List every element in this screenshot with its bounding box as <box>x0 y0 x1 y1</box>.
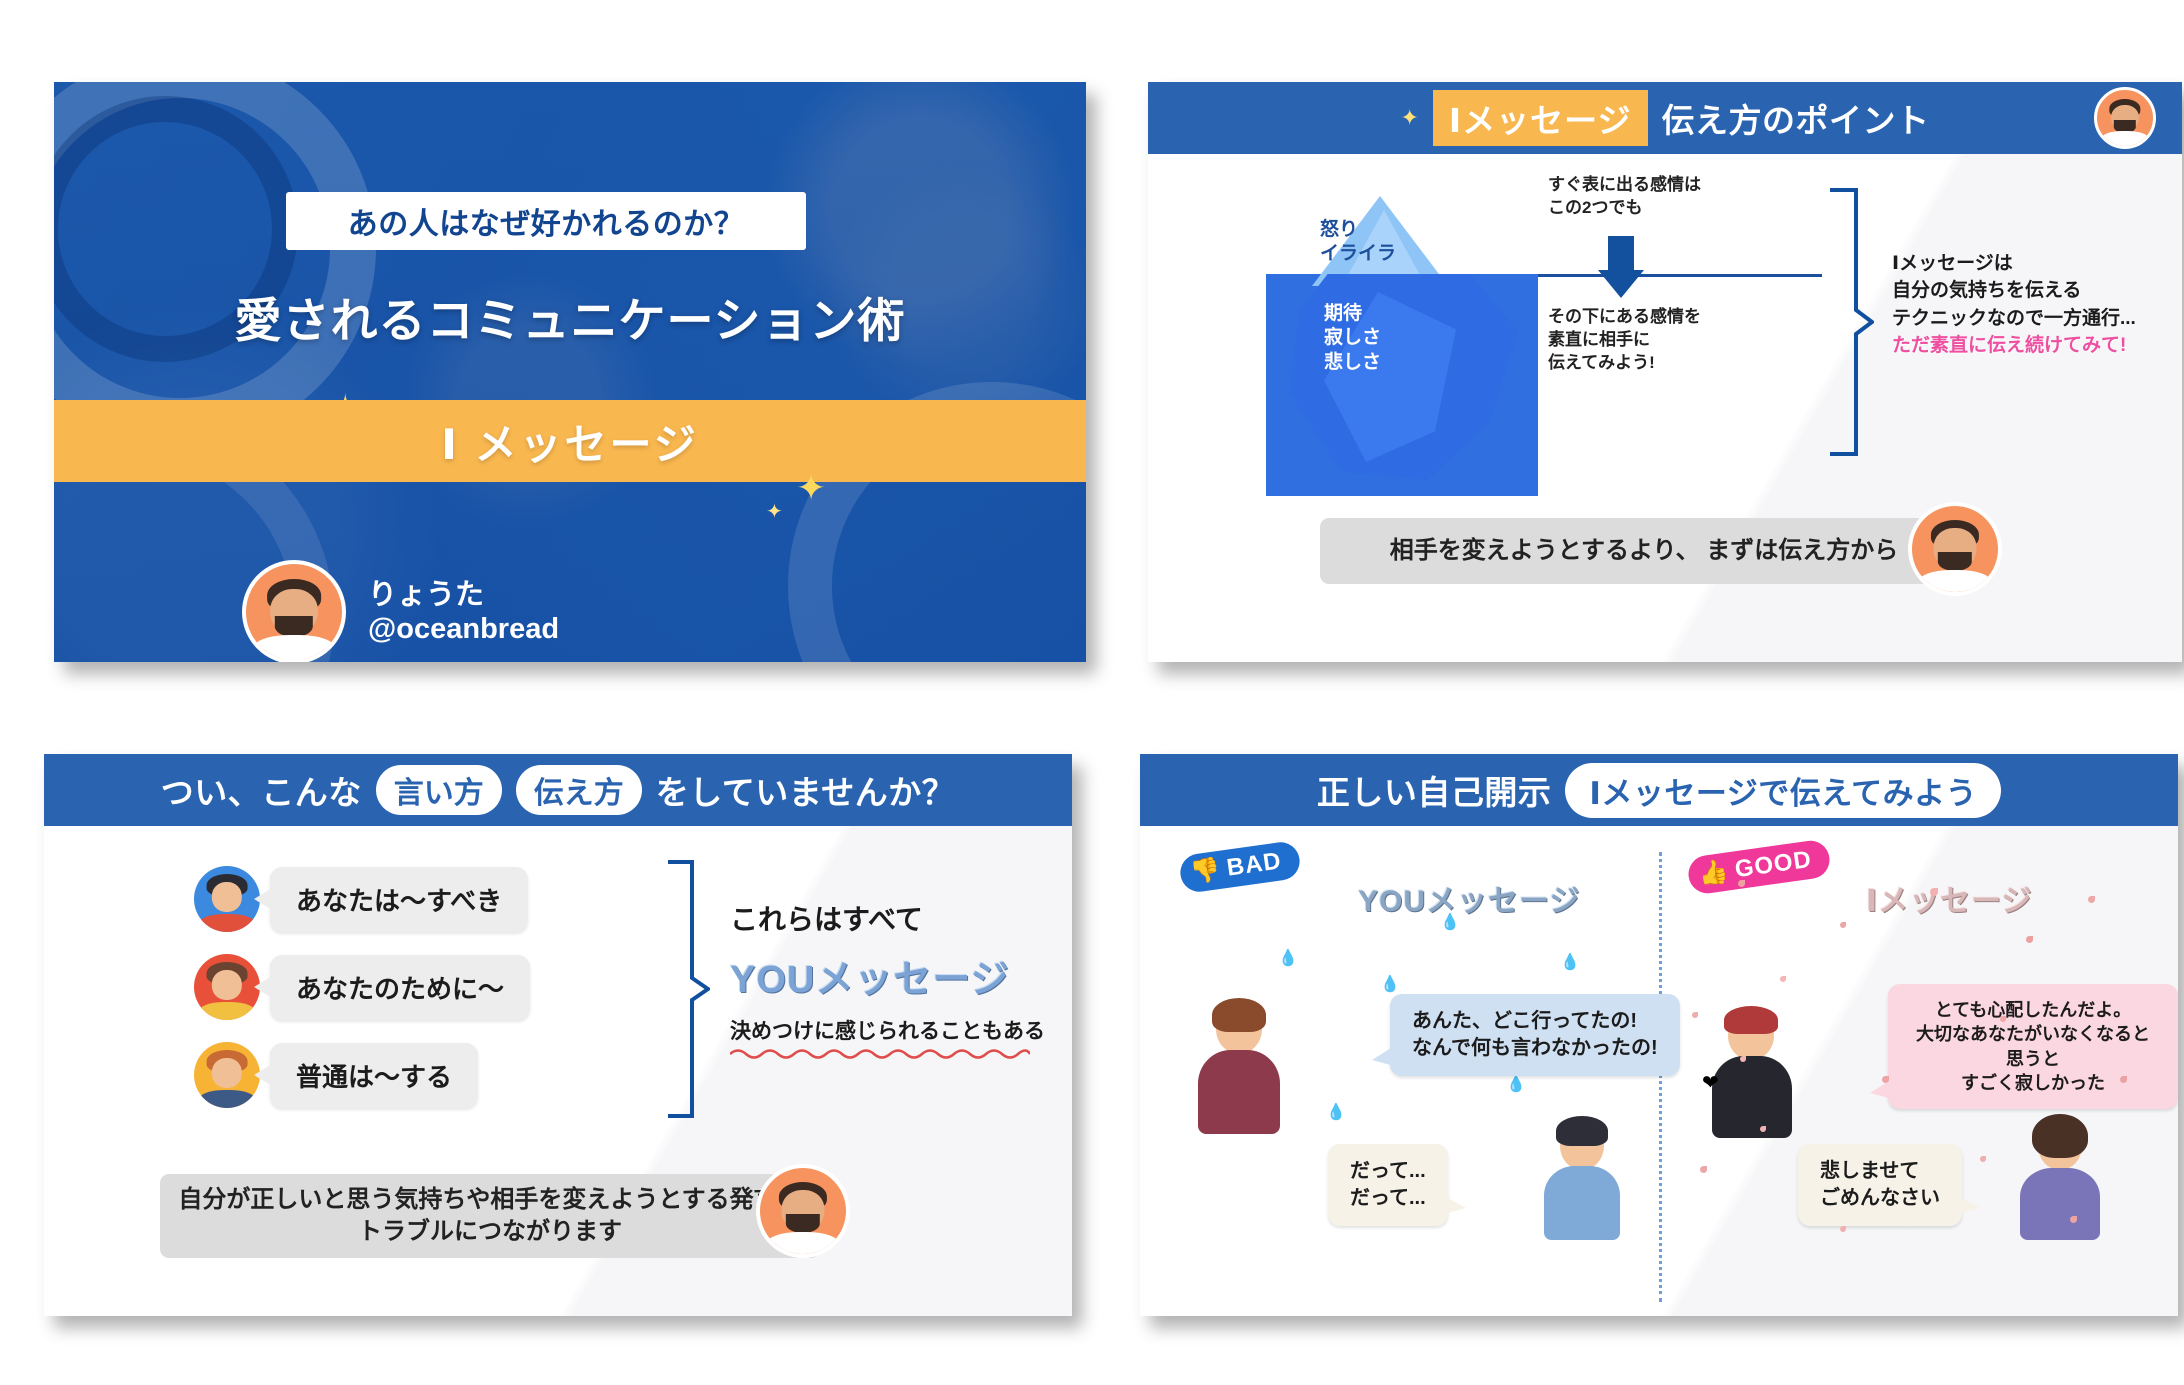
thumbs-up-icon: 👍 <box>1696 857 1731 889</box>
slide3-right-text: これらはすべて YOUメッセージ 決めつけに感じられることもある <box>729 898 1045 1064</box>
list-item-bubble: あなたのために〜 <box>270 954 531 1020</box>
list-item: 普通は〜する <box>194 1042 479 1108</box>
loving-person-illustration: ❤ <box>1702 1006 1798 1138</box>
squiggle-underline <box>729 1049 1032 1059</box>
bad-tag-label: BAD <box>1225 847 1284 882</box>
good-tag-label: GOOD <box>1733 845 1814 884</box>
slide4-header-text: 正しい自己開示 <box>1316 774 1552 811</box>
apologizing-person-illustration <box>2020 1114 2100 1240</box>
slide3-header: つい、こんな 言い方 伝え方 をしていませんか？ <box>44 754 1072 826</box>
slide3-header-pre: つい、こんな <box>160 774 362 811</box>
slide3-right-note: 決めつけに感じられることもある <box>730 1020 1045 1043</box>
raindrop-icon: 💧 <box>1440 914 1460 931</box>
author-name: りょうた <box>368 578 485 611</box>
raindrop-icon: 💧 <box>1506 1076 1526 1093</box>
heart-icon: ❤ <box>1702 1072 1719 1094</box>
bad-speech-bubble: あんた、どこ行ってたの! なんで何も言わなかったの! <box>1372 994 1680 1076</box>
vertical-divider <box>1659 852 1662 1302</box>
slide2-header: ✦ Ⅰメッセージ 伝え方のポイント <box>1148 82 2182 154</box>
slide2-pink-text: ただ素直に伝え続けてみて! <box>1892 335 2127 357</box>
slide1-band-text: Ⅰ メッセージ <box>441 420 699 468</box>
slide2-note-deep: その下にある感情を 素直に相手に 伝えてみよう! <box>1548 307 1701 372</box>
slide2-caption: 相手を変えようとするより、 まずは伝え方から <box>1320 518 1968 584</box>
avatar <box>194 866 260 932</box>
raindrop-icon: 💧 <box>1560 954 1580 971</box>
bad-heading: YOUメッセージ <box>1358 885 1581 918</box>
raindrop-icon: 💧 <box>1380 976 1400 993</box>
bad-tag: 👎 BAD <box>1177 839 1302 895</box>
good-reply-bubble: 悲しませて ごめんなさい <box>1798 1144 1980 1226</box>
raindrop-icon: 💧 <box>1278 950 1298 967</box>
slide-4-comparison[interactable]: 正しい自己開示 Ⅰメッセージで伝えてみよう 👎 BAD YOUメッセージ 💧 💧… <box>1140 754 2178 1316</box>
slide3-header-pill-2: 伝え方 <box>515 765 642 815</box>
avatar <box>194 954 260 1020</box>
avatar <box>1908 502 2002 596</box>
list-item: あなたのために〜 <box>194 954 531 1020</box>
good-tag: 👍 GOOD <box>1686 838 1833 896</box>
avatar <box>242 560 346 662</box>
iceberg-diagram: 怒り イライラ 期待 寂しさ 悲しさ <box>1266 196 1538 496</box>
slide2-right-text: Ⅰメッセージは 自分の気持ちを伝える テクニックなので一方通行... ただ素直に… <box>1892 250 2136 359</box>
thumbs-down-icon: 👎 <box>1188 855 1223 887</box>
slide1-subtitle: あの人はなぜ好かれるのか？ <box>347 208 745 241</box>
avatar <box>2094 87 2156 149</box>
good-heading: Ⅰメッセージ <box>1866 885 2033 918</box>
brace-icon <box>664 860 712 1118</box>
good-speech-bubble: とても心配したんだよ。 大切なあなたがいなくなると思うと すごく寂しかった <box>1870 984 2178 1110</box>
slide2-header-pill: Ⅰメッセージ <box>1432 90 1648 146</box>
slide-3-you-message[interactable]: つい、こんな 言い方 伝え方 をしていませんか？ あなたは〜すべき <box>44 754 1072 1316</box>
raindrop-icon: 💧 <box>1326 1104 1346 1121</box>
iceberg-top-labels: 怒り イライラ <box>1320 219 1397 265</box>
slide4-header: 正しい自己開示 Ⅰメッセージで伝えてみよう <box>1140 754 2178 826</box>
slide2-body: 怒り イライラ 期待 寂しさ 悲しさ すぐ表に出る感情は この2つでも その下に… <box>1148 154 2182 662</box>
list-item-bubble: あなたは〜すべき <box>270 866 529 932</box>
slide2-header-text: 伝え方のポイント <box>1661 102 1930 139</box>
slide4-body: 👎 BAD YOUメッセージ 💧 💧 💧 💧 💧 💧 💧 💧 あんた、どこ行って… <box>1140 826 2178 1316</box>
slide3-header-pill-1: 言い方 <box>375 765 502 815</box>
slide3-caption: 自分が正しいと思う気持ちや相手を変えようとする発言は トラブルにつながります <box>160 1174 820 1258</box>
slide3-header-post: をしていませんか？ <box>655 774 956 811</box>
sparkle-icon: ✦ <box>766 501 783 523</box>
slide-2-iceberg[interactable]: ✦ Ⅰメッセージ 伝え方のポイント 怒り イライラ 期待 <box>1148 82 2182 662</box>
avatar <box>194 1042 260 1108</box>
angry-person-illustration <box>1196 998 1282 1134</box>
bad-reply-bubble: だって... だって... <box>1328 1144 1466 1226</box>
avatar <box>756 1164 850 1258</box>
slide3-right-big: YOUメッセージ <box>730 959 1010 1001</box>
brace-icon <box>1826 188 1874 456</box>
slide1-title: 愛されるコミュニケーション術 <box>234 294 906 347</box>
slide4-header-pill: Ⅰメッセージで伝えてみよう <box>1565 762 2002 818</box>
iceberg-bottom-labels: 期待 寂しさ 悲しさ <box>1324 303 1382 373</box>
iceberg-tip-highlight <box>1342 210 1426 286</box>
slide-1-title[interactable]: あの人はなぜ好かれるのか？ 愛されるコミュニケーション術 ✦ ✦ ✦ Ⅰ メッセ… <box>54 82 1086 662</box>
slide1-band: Ⅰ メッセージ <box>54 400 1086 482</box>
slide3-body: あなたは〜すべき あなたのために〜 普通は〜する <box>44 826 1072 1316</box>
sparkle-icon: ✦ <box>796 467 827 508</box>
slide1-author: りょうた @oceanbread <box>242 560 559 662</box>
sparkle-icon: ✦ <box>1400 105 1419 130</box>
slide2-note-surface: すぐ表に出る感情は この2つでも <box>1548 175 1701 217</box>
slide1-subtitle-box: あの人はなぜ好かれるのか？ <box>286 192 806 250</box>
list-item-bubble: 普通は〜する <box>270 1042 479 1108</box>
author-handle: @oceanbread <box>368 613 560 645</box>
slide3-right-line1: これらはすべて <box>730 904 923 935</box>
waterline <box>1266 274 1822 277</box>
crying-person-illustration <box>1544 1116 1620 1240</box>
list-item: あなたは〜すべき <box>194 866 529 932</box>
